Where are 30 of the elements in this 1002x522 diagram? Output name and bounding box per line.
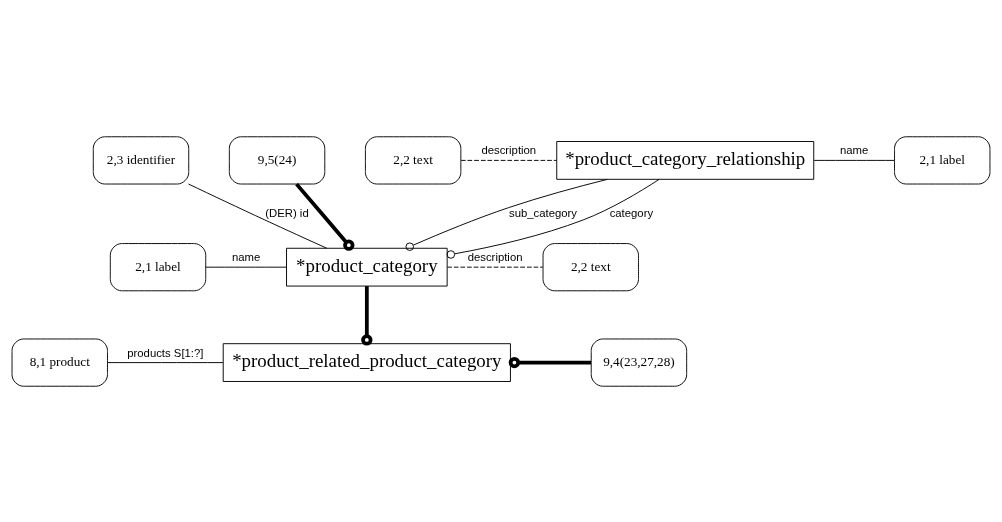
node-box: *product_related_product_category (222, 342, 511, 382)
connector (405, 178, 608, 251)
connector (188, 183, 328, 249)
connector (295, 182, 355, 251)
edge-label: (DER) id (265, 206, 309, 219)
connector (508, 356, 592, 368)
edge-label: sub_category (509, 206, 578, 219)
edge-label: category (609, 206, 654, 219)
node-box: 8,1 product (11, 338, 108, 387)
edge-label: name (231, 250, 261, 263)
connector (813, 159, 895, 161)
node-box: 2,3 identifier (92, 135, 190, 184)
edge-label: products S[1:?] (127, 346, 204, 359)
node-box: 2,1 label (894, 135, 991, 184)
connector (446, 266, 544, 268)
connector (107, 361, 224, 363)
connector (446, 178, 660, 259)
connector (205, 266, 287, 268)
node-box: 2,2 text (542, 242, 639, 291)
node-box: 2,2 text (364, 135, 462, 184)
connector (460, 159, 557, 161)
node-box: *product_category (286, 247, 448, 287)
edge-label: name (839, 143, 869, 156)
edge-label: description (467, 250, 523, 263)
node-box: 9,5(24) (228, 135, 326, 184)
node-box: 9,4(23,27,28) (590, 338, 688, 387)
node-box: *product_category_relationship (556, 140, 815, 180)
edge-label: description (481, 143, 537, 156)
node-box: 2,1 label (109, 242, 207, 291)
connector (361, 285, 373, 346)
